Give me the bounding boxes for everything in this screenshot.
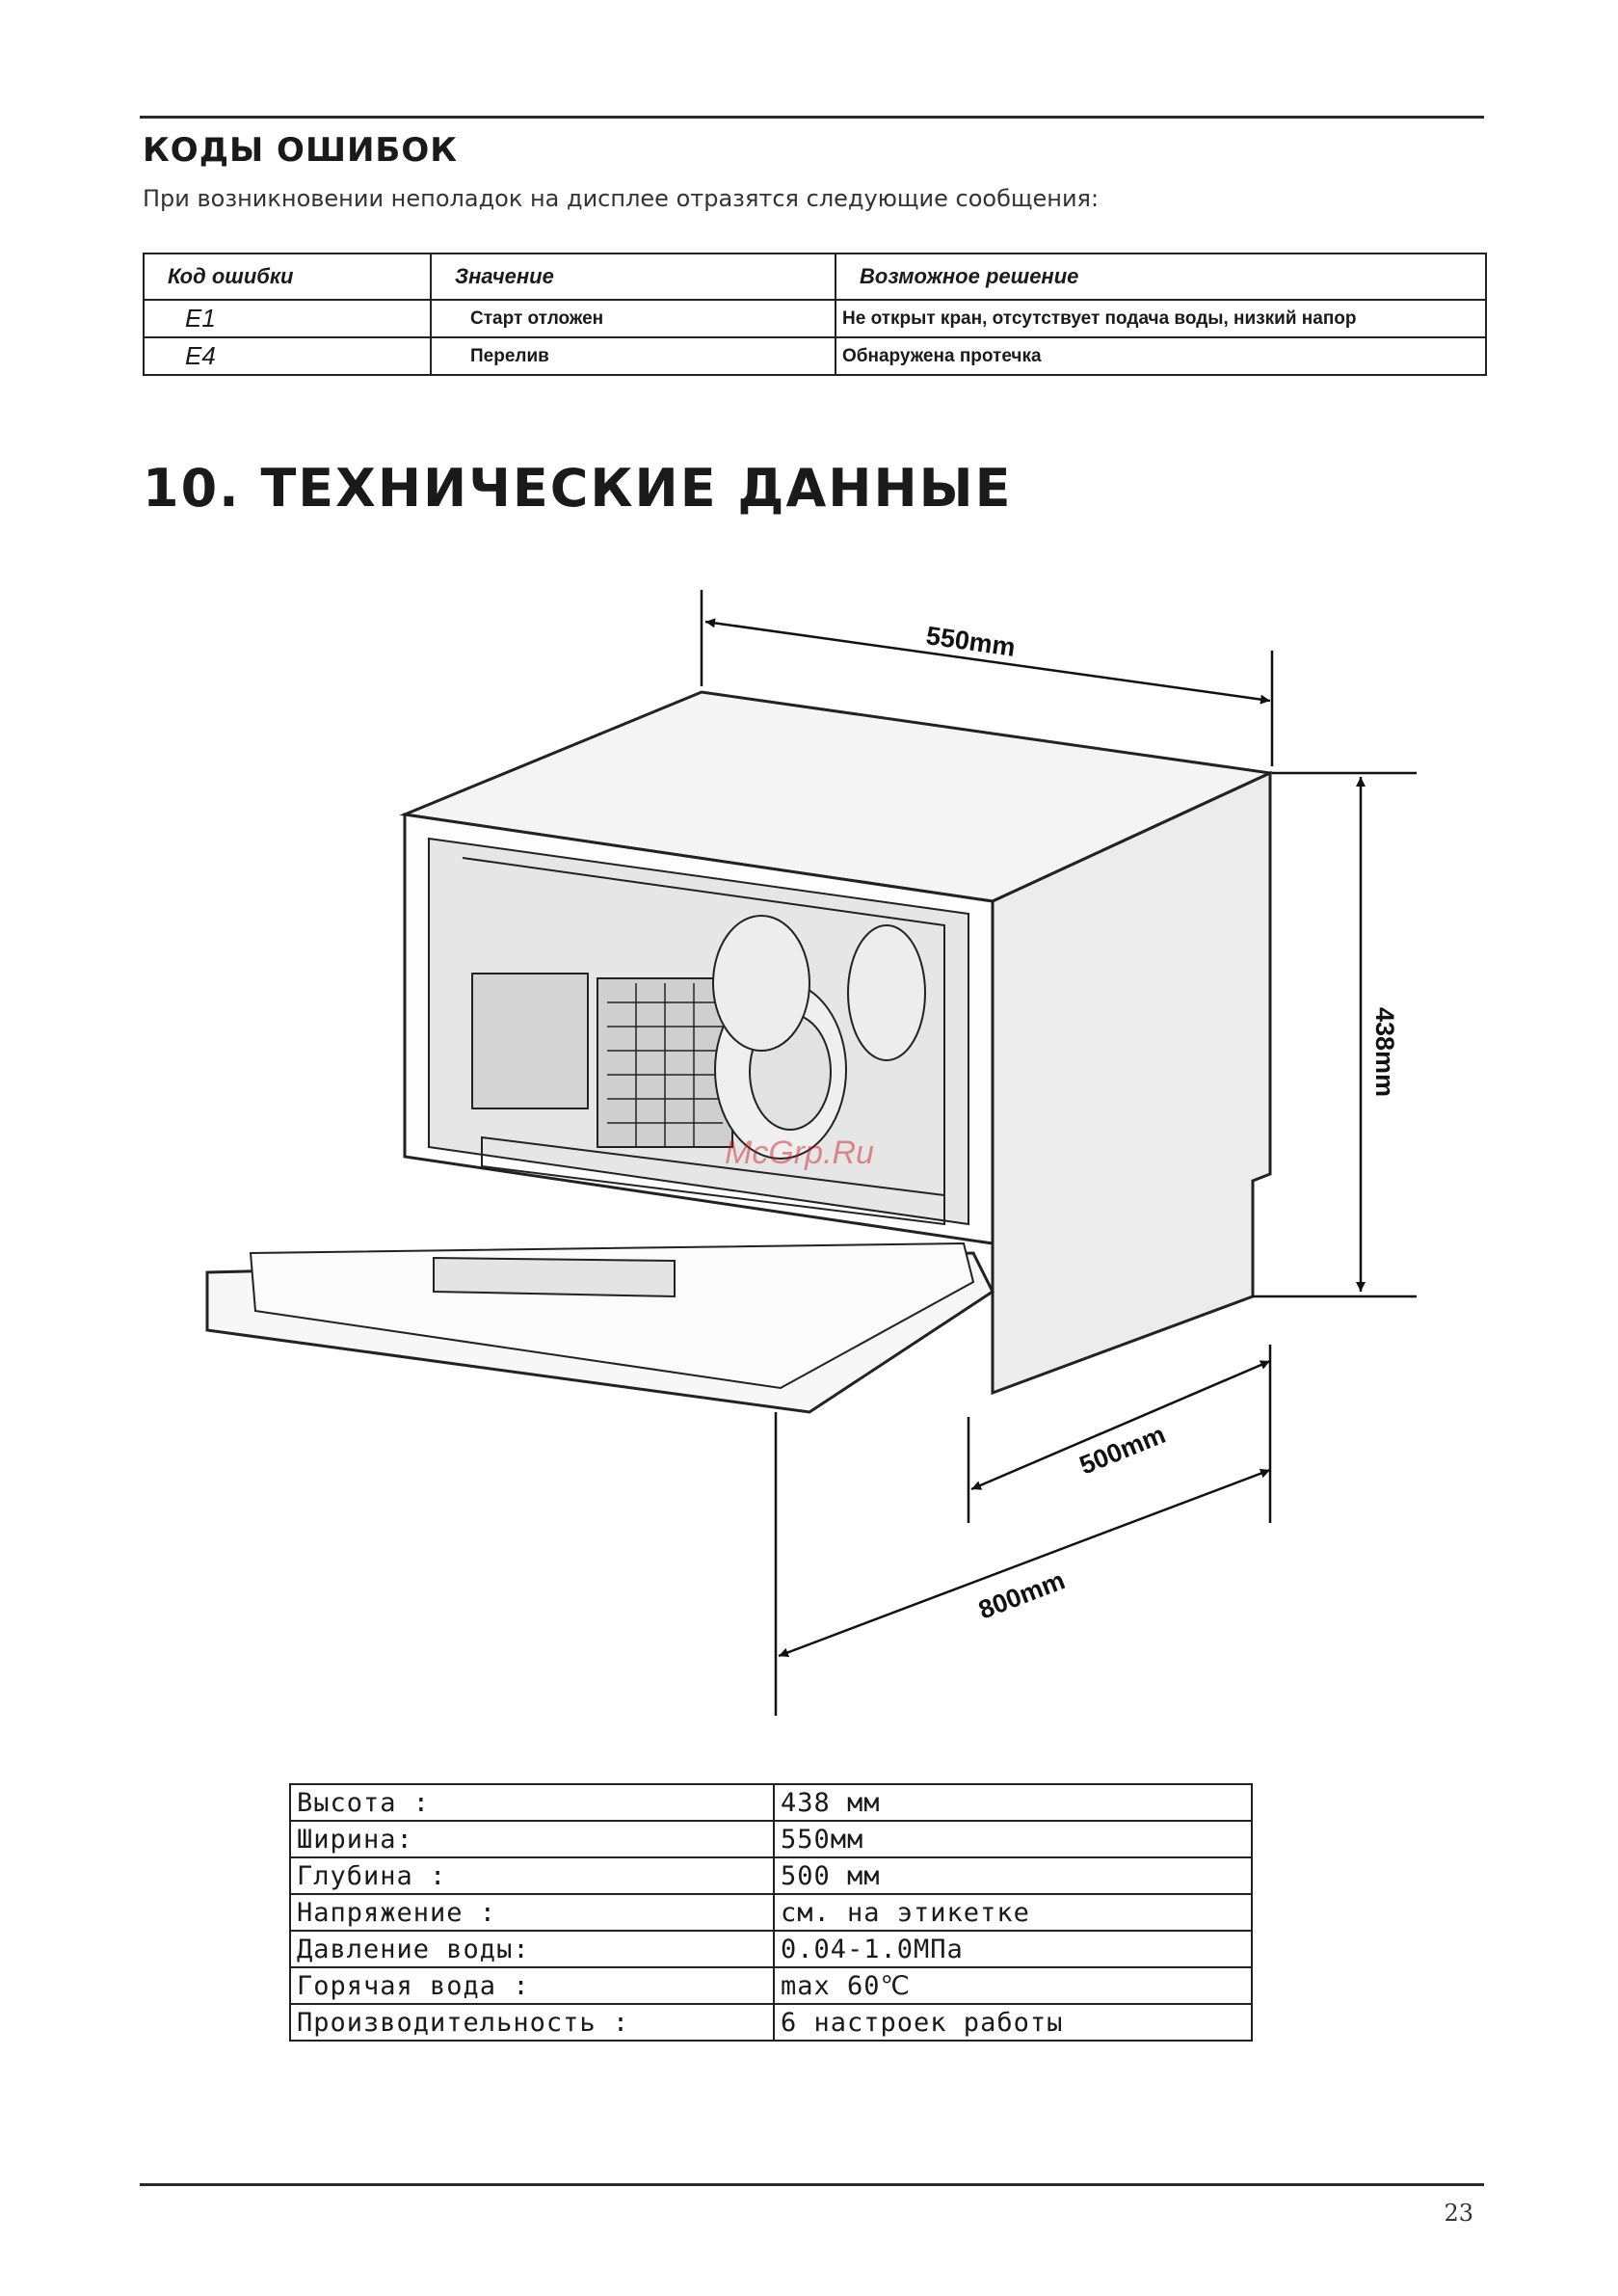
bottom-rule (140, 2183, 1484, 2186)
spec-value: 550мм (773, 1820, 1253, 1858)
tech-data-title: 10. ТЕХНИЧЕСКИЕ ДАННЫЕ (143, 458, 1013, 519)
table-row: E1 Старт отложен Не открыт кран, отсутст… (143, 299, 1487, 338)
height-label: 438mm (1370, 1007, 1399, 1097)
table-row: Ширина: 550мм (289, 1820, 1253, 1858)
error-codes-intro: При возникновении неполадок на дисплее о… (143, 185, 1100, 212)
spec-value: 6 настроек работы (773, 2003, 1253, 2042)
spec-label: Производительность : (289, 2003, 775, 2042)
table-row: Производительность : 6 настроек работы (289, 2003, 1253, 2042)
spec-value: 438 мм (773, 1783, 1253, 1822)
open-depth-dimension-line (778, 1468, 1271, 1658)
spec-value: 0.04-1.0МПа (773, 1930, 1253, 1968)
spec-label: Напряжение : (289, 1893, 775, 1932)
page-number: 23 (1444, 2200, 1473, 2227)
table-row: Высота : 438 мм (289, 1783, 1253, 1822)
table-row: Давление воды: 0.04-1.0МПа (289, 1930, 1253, 1968)
dimension-lines (700, 590, 1417, 1716)
spec-value: 500 мм (773, 1856, 1253, 1895)
depth-label: 500mm (1075, 1420, 1170, 1481)
error-codes-table: Код ошибки Значение Возможное решение E1… (143, 253, 1487, 376)
table-row: E4 Перелив Обнаружена протечка (143, 336, 1487, 376)
table-row: Напряжение : см. на этикетке (289, 1893, 1253, 1932)
table-row: Глубина : 500 мм (289, 1856, 1253, 1895)
error-solution-cell: Обнаружена протечка (835, 336, 1487, 376)
error-code-cell: E4 (143, 336, 432, 376)
spec-label: Давление воды: (289, 1930, 775, 1968)
header-meaning: Значение (430, 253, 836, 301)
error-solution-cell: Не открыт кран, отсутствует подача воды,… (835, 299, 1487, 338)
dishwasher-illustration (205, 690, 1276, 1414)
spec-label: Горячая вода : (289, 1966, 775, 2005)
specs-table: Высота : 438 мм Ширина: 550мм Глубина : … (289, 1783, 1253, 2042)
error-table-header: Код ошибки Значение Возможное решение (143, 253, 1487, 301)
spec-label: Ширина: (289, 1820, 775, 1858)
spec-label: Глубина : (289, 1856, 775, 1895)
error-codes-title: КОДЫ ОШИБОК (143, 131, 459, 170)
depth-dimension-line (970, 1359, 1271, 1491)
error-meaning-cell: Старт отложен (430, 299, 836, 338)
error-meaning-cell: Перелив (430, 336, 836, 376)
width-dimension-line (704, 618, 1271, 705)
header-code: Код ошибки (143, 253, 432, 301)
spec-value: max 60℃ (773, 1966, 1253, 2005)
spec-value: см. на этикетке (773, 1893, 1253, 1932)
spec-label: Высота : (289, 1783, 775, 1822)
watermark: McGrp.Ru (725, 1135, 874, 1171)
open-depth-label: 800mm (974, 1565, 1069, 1624)
header-solution: Возможное решение (835, 253, 1487, 301)
top-rule (140, 116, 1484, 119)
width-label: 550mm (924, 621, 1017, 662)
error-code-cell: E1 (143, 299, 432, 338)
table-row: Горячая вода : max 60℃ (289, 1966, 1253, 2005)
